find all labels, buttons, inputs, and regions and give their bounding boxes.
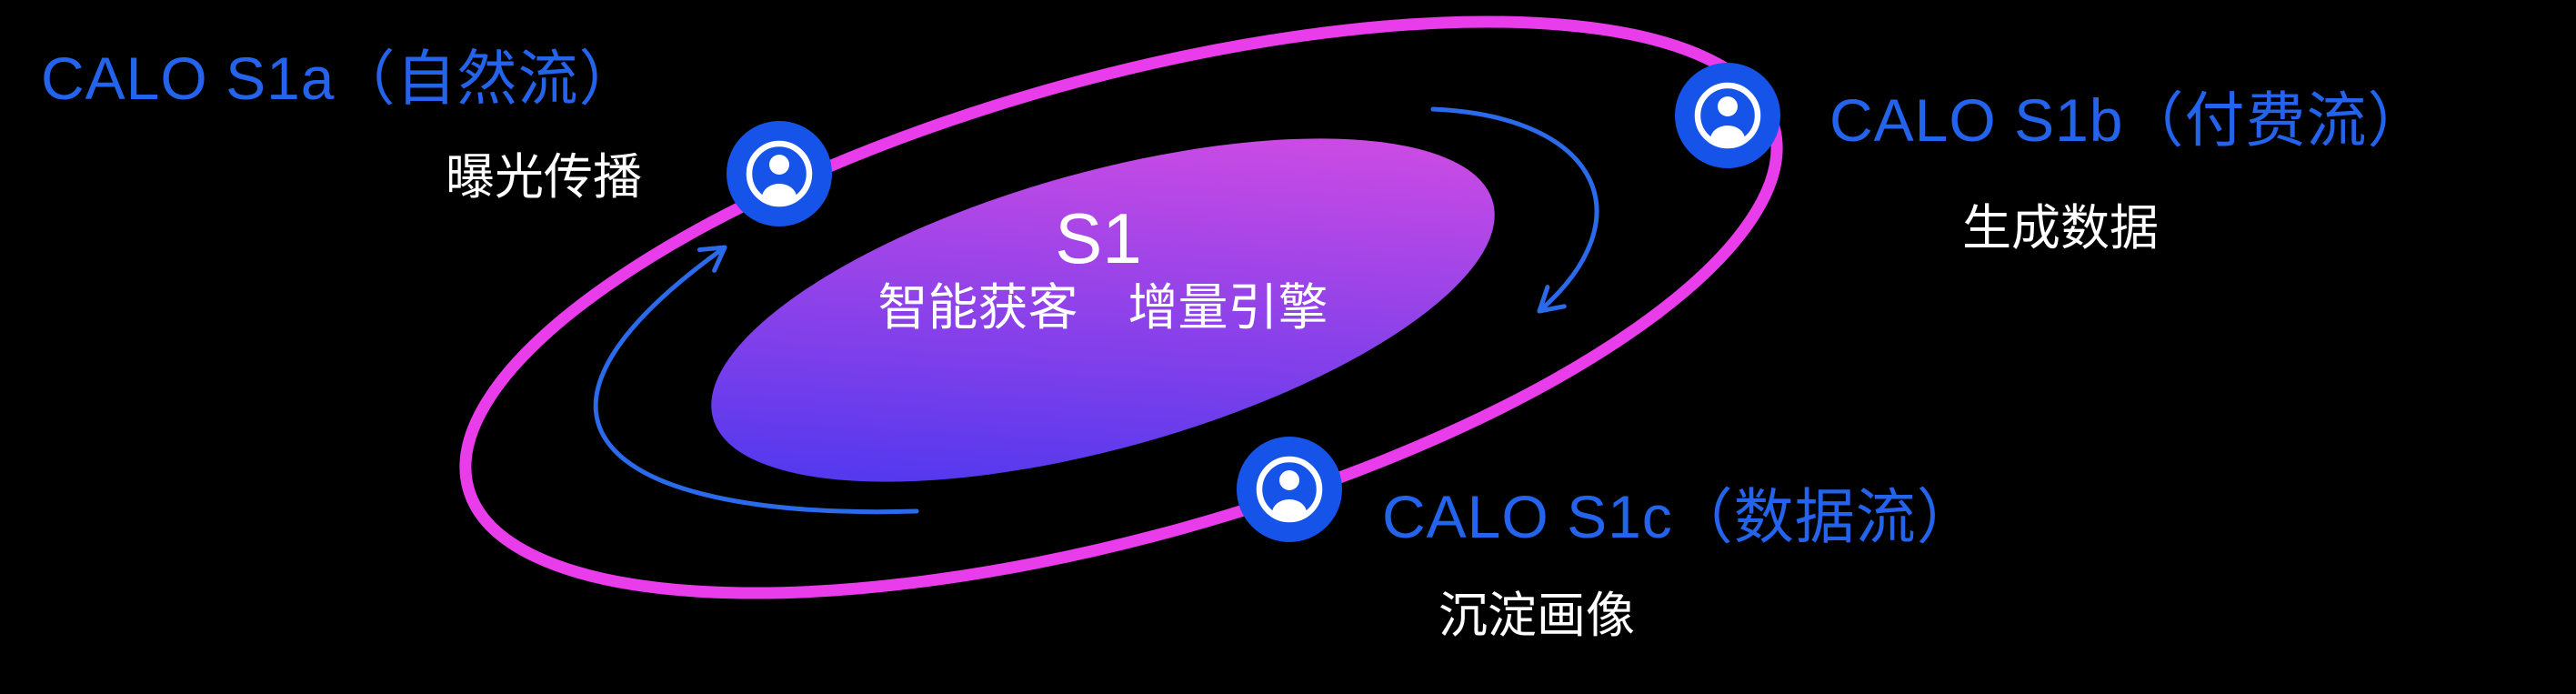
node-s1a-title: CALO S1a（自然流） [41,45,640,112]
node-s1b-title: CALO S1b（付费流） [1829,86,2429,154]
node-s1c-title: CALO S1c（数据流） [1382,483,1978,550]
flow-arrow-right [1430,106,1599,314]
user-icon [727,121,832,226]
node-s1c-subtitle: 沉淀画像 [1438,588,1635,643]
node-s1a-subtitle: 曝光传播 [446,150,642,205]
core-title: S1 [1055,198,1142,278]
core-ellipse [711,138,1495,482]
user-icon [1675,63,1780,168]
flow-arrow-left [593,245,919,515]
user-icon [1237,437,1342,542]
core-subtitle: 智能获客 增量引擎 [877,279,1328,336]
node-s1b-subtitle: 生成数据 [1962,201,2159,256]
